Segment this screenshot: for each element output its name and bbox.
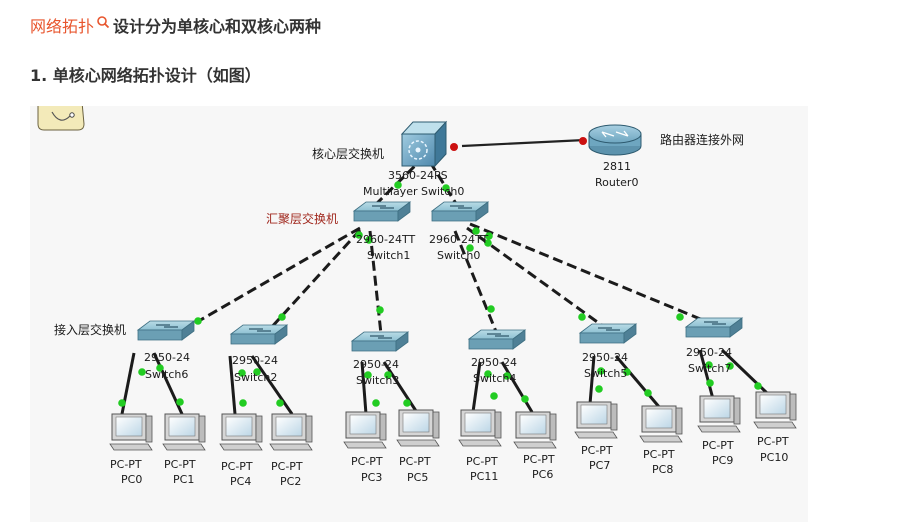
pc-icon[interactable] [697,395,741,433]
pc-icon[interactable] [458,409,502,447]
pc-type-label: PC-PT [271,460,303,473]
router-name-label: Router0 [595,176,638,189]
agg-switch-name: Switch0 [437,249,480,262]
subheading: 1. 单核心网络拓扑设计（如图） [30,66,261,85]
search-icon[interactable] [95,15,111,35]
pc-name-label: PC11 [470,470,498,483]
access-switch-model: 2950-24 [582,351,628,364]
pc-name-label: PC5 [407,471,428,484]
agg-switch-name: Switch1 [367,249,410,262]
pc-type-label: PC-PT [399,455,431,468]
pc-icon[interactable] [753,391,797,429]
agg-switch-model: 2960-24TT [429,233,488,246]
pc-type-label: PC-PT [351,455,383,468]
pc-icon[interactable] [396,409,440,447]
pc-type-label: PC-PT [523,453,555,466]
pc-icon[interactable] [343,411,387,449]
core-switch-model: 3560-24PS [388,169,448,182]
pc-name-label: PC2 [280,475,301,488]
pc-name-label: PC7 [589,459,610,472]
pc-type-label: PC-PT [466,455,498,468]
topology-diagram: 2811 Router0 路由器连接外网 核心层交换机 3560-24PS Mu… [30,106,808,522]
access-switch-model: 2950-24 [232,354,278,367]
access-switch-model: 2950-24 [471,356,517,369]
access-switch-model: 2950-24 [144,351,190,364]
pc-icon[interactable] [269,413,313,451]
pc-type-label: PC-PT [164,458,196,471]
pc-type-label: PC-PT [757,435,789,448]
topology-link[interactable]: 网络拓扑 [30,17,95,36]
pc-icon[interactable] [513,411,557,449]
router-note-label: 路由器连接外网 [660,132,744,147]
access-switch-model: 2950-24 [686,346,732,359]
router-icon[interactable] [588,124,642,156]
pc-type-label: PC-PT [581,444,613,457]
core-layer-label: 核心层交换机 [312,146,384,161]
links [120,138,770,415]
pc-icon[interactable] [109,413,153,451]
access-switch-icon[interactable] [685,317,743,338]
access-switch-model: 2950-24 [353,358,399,371]
agg-switch-icon[interactable] [431,201,489,222]
access-layer-label: 接入层交换机 [54,322,126,337]
access-switch-name: Switch4 [473,372,516,385]
pc-name-label: PC6 [532,468,553,481]
pc-name-label: PC0 [121,473,142,486]
core-switch-name: Multilayer Switch0 [363,185,464,198]
topology-svg: 2811 Router0 路由器连接外网 核心层交换机 3560-24PS Mu… [37,106,797,488]
pc-type-label: PC-PT [221,460,253,473]
pc-icon[interactable] [162,413,206,451]
partial-device-icon [37,106,85,131]
pc-icon[interactable] [219,413,263,451]
pc-icon[interactable] [639,405,683,443]
heading-text: 设计分为单核心和双核心两种 [113,17,322,36]
access-switch-name: Switch7 [688,362,731,375]
pc-name-label: PC10 [760,451,788,464]
access-switch-name: Switch3 [356,374,399,387]
pc-type-label: PC-PT [643,448,675,461]
router-model-label: 2811 [603,160,631,173]
access-switch-icon[interactable] [351,331,409,352]
pc-name-label: PC1 [173,473,194,486]
access-switch-icon[interactable] [230,324,288,345]
pc-icon[interactable] [574,401,618,439]
access-switch-icon[interactable] [137,320,195,341]
access-switch-icon[interactable] [468,329,526,350]
agg-switch-icon[interactable] [353,201,411,222]
section-heading: 网络拓扑 设计分为单核心和双核心两种 [30,12,321,38]
access-switch-icon[interactable] [579,323,637,344]
pc-type-label: PC-PT [702,439,734,452]
agg-switch-model: 2960-24TT [356,233,415,246]
access-switch-name: Switch2 [234,371,277,384]
pc-type-label: PC-PT [110,458,142,471]
pc-name-label: PC8 [652,463,673,476]
pc-name-label: PC3 [361,471,382,484]
pc-name-label: PC4 [230,475,251,488]
aggregation-layer-label: 汇聚层交换机 [266,211,338,226]
core-switch-icon[interactable] [400,120,448,168]
pc-name-label: PC9 [712,454,733,467]
access-switch-name: Switch5 [584,367,627,380]
link-status-dots [118,137,762,407]
access-switch-name: Switch6 [145,368,188,381]
